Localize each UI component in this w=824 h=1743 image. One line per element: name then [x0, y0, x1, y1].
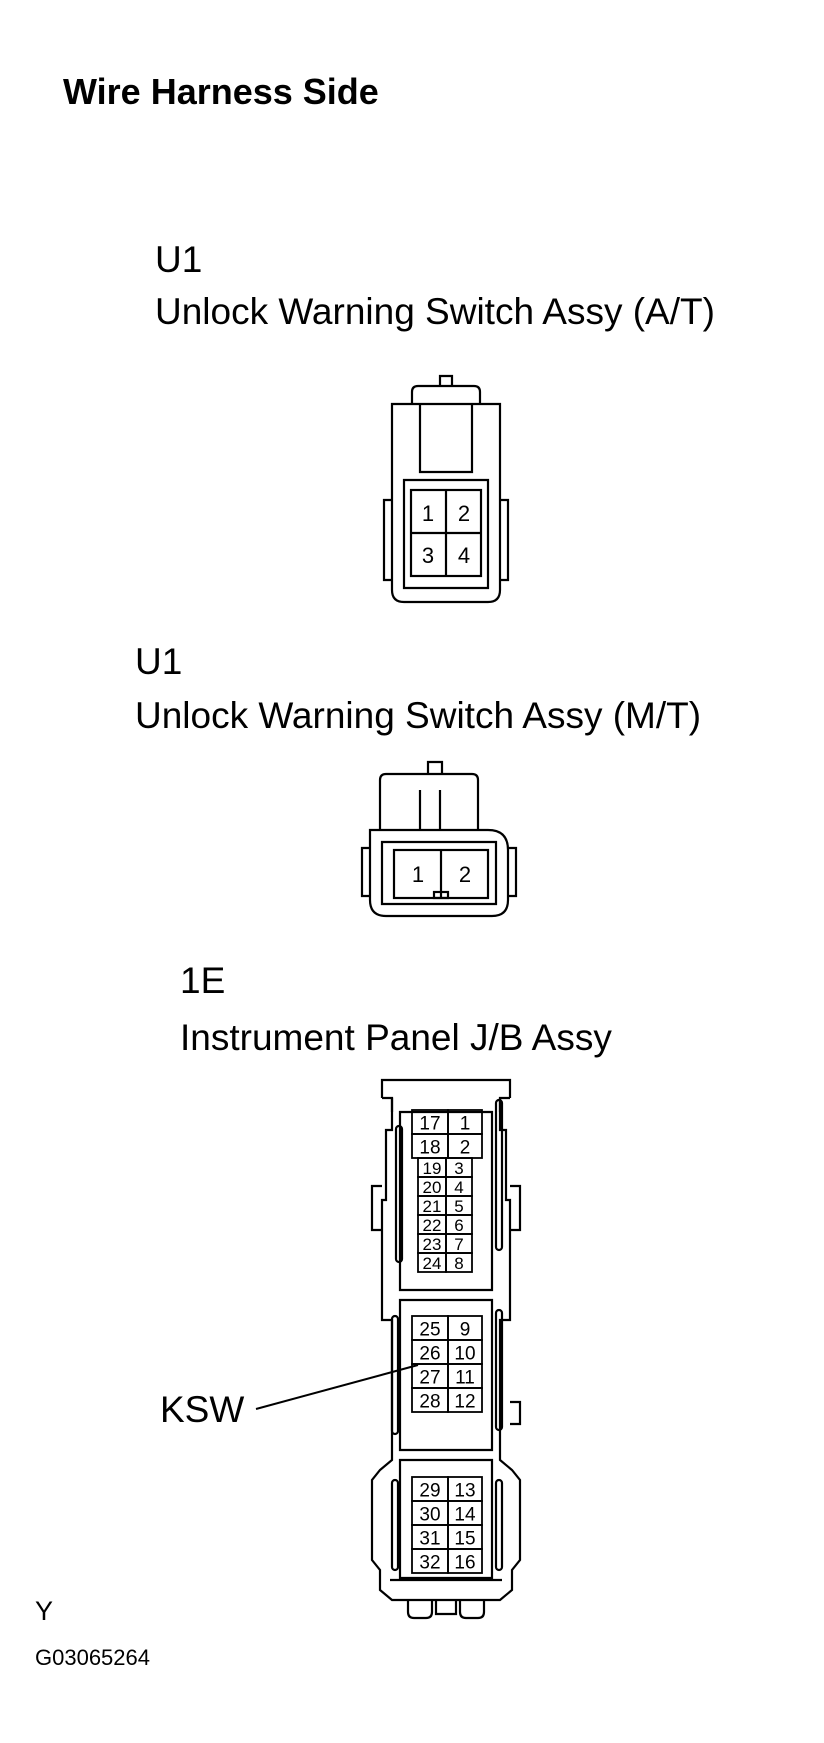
pin-label: 8 [454, 1254, 463, 1273]
pin-label: 7 [454, 1235, 463, 1254]
pin-label: 13 [454, 1481, 475, 1502]
pin-label: 11 [455, 1368, 475, 1389]
pin-label: 16 [454, 1553, 475, 1574]
ksw-label: KSW [160, 1389, 244, 1430]
pin-label: 20 [423, 1178, 442, 1197]
pin-label: 5 [454, 1197, 463, 1216]
pin-label: 21 [423, 1197, 442, 1216]
pin-label: 12 [454, 1392, 475, 1413]
ksw-leader-line [255, 1364, 419, 1410]
connector-3-name: Instrument Panel J/B Assy [180, 1017, 612, 1058]
connector-2-code: U1 [135, 641, 183, 682]
pin-label: 15 [454, 1529, 475, 1550]
pin-label: 25 [419, 1320, 440, 1341]
pin-label: 2 [459, 862, 471, 887]
connector-1-name: Unlock Warning Switch Assy (A/T) [155, 291, 715, 332]
pin-label: 3 [454, 1159, 463, 1178]
pin-label: 6 [454, 1216, 463, 1235]
connector-2-name: Unlock Warning Switch Assy (M/T) [135, 695, 702, 736]
pin-label: 23 [423, 1235, 442, 1254]
pin-label: 32 [419, 1553, 440, 1574]
pin-label: 9 [460, 1320, 471, 1341]
pin-label: 28 [419, 1392, 440, 1413]
pin-label: 26 [419, 1344, 440, 1365]
footer-letter: Y [35, 1596, 54, 1626]
pin-label: 4 [454, 1178, 463, 1197]
page-title: Wire Harness Side [63, 71, 379, 112]
connector-1-code: U1 [155, 239, 203, 280]
pin-label: 18 [419, 1138, 440, 1159]
pin-cavity [447, 1387, 483, 1413]
pin-label: 30 [419, 1505, 440, 1526]
figure-id: G03065264 [35, 1645, 150, 1670]
pin-label: 19 [423, 1159, 442, 1178]
pin-label: 24 [423, 1254, 442, 1273]
pin-label: 2 [460, 1138, 471, 1159]
pin-cavity [447, 1548, 483, 1574]
pin-label: 14 [454, 1505, 476, 1526]
pin-label: 22 [423, 1216, 442, 1235]
pin-label: 1 [412, 862, 424, 887]
pin-label: 2 [458, 501, 470, 526]
pin-label: 31 [419, 1529, 440, 1550]
connector-3-code: 1E [180, 960, 226, 1001]
pin-label: 4 [458, 543, 470, 568]
pin-label: 17 [419, 1114, 440, 1135]
pin-label: 3 [422, 543, 434, 568]
pin-label: 29 [419, 1481, 440, 1502]
pin-label: 1 [460, 1114, 471, 1135]
pin-label: 1 [422, 501, 434, 526]
pin-label: 10 [454, 1344, 475, 1365]
pin-label: 27 [419, 1368, 440, 1389]
pin-cavity [445, 1252, 473, 1273]
